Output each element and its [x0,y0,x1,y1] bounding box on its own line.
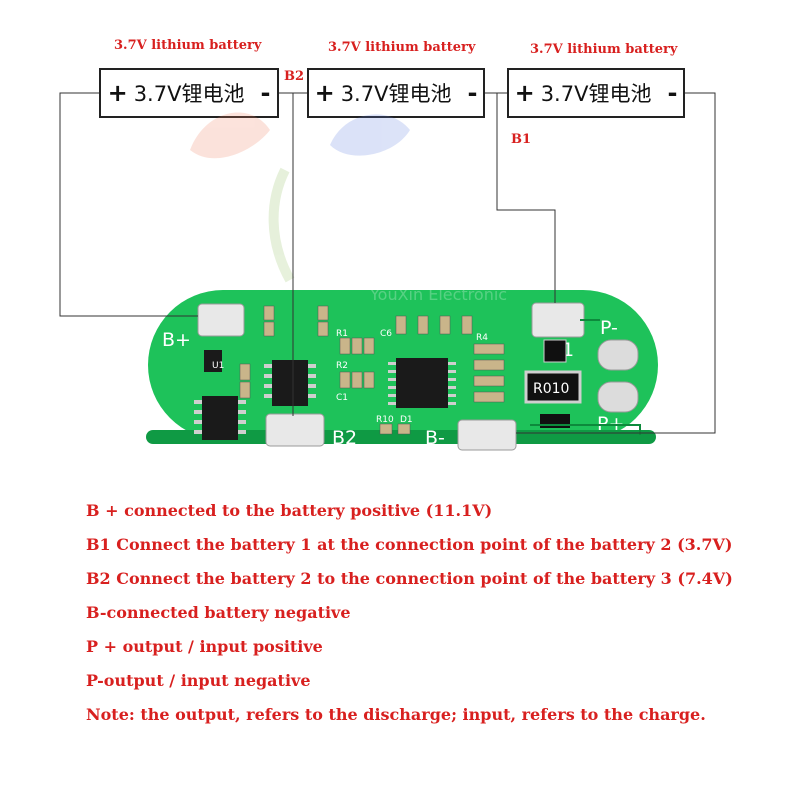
silk-label: R4 [476,333,488,343]
pin-label-b-minus: B- [425,427,445,449]
pcb-trace [530,424,641,435]
connection-notes: B + connected to the battery positive (1… [86,500,733,738]
pad-p-minus [597,339,639,371]
wiring [59,92,716,434]
note-p-minus: P-output / input negative [86,671,311,690]
battery-cell-2: + 3.7V锂电池 - [307,68,485,118]
mosfet-chip-1 [194,396,246,440]
battery-plus-sign: + [107,79,128,107]
silk-label: R10 [376,415,394,425]
small-transistor [204,350,222,372]
battery-plus-sign: + [514,79,535,107]
battery-plus-sign: + [314,79,335,107]
pad-b1 [531,302,585,338]
silkscreen-labels: R1 R2 C1 C6 R4 R10 D1 U1 [212,329,488,425]
pin-label-b-plus: B+ [162,329,191,351]
battery-caption-1: 3.7V lithium battery [114,38,262,53]
mosfet-chip-2 [264,360,316,406]
pad-b-plus [197,303,245,337]
bms-protection-board: YouXin Electronic B+ B2 B- B1 P- P+ [146,285,658,451]
board-watermark: YouXin Electronic [369,285,507,304]
battery-minus-sign: - [260,79,271,107]
wire-label-b2: B2 [284,69,305,84]
pad-p-plus [597,381,639,413]
battery-minus-sign: - [667,79,678,107]
note-b-minus: B-connected battery negative [86,603,351,622]
resistor-marking: R010 [533,381,569,397]
pad-b-minus [457,419,517,451]
silk-label: R1 [336,329,348,339]
silk-label: U1 [212,361,224,371]
battery-caption-3: 3.7V lithium battery [530,42,678,57]
silk-label: C1 [336,393,348,403]
battery-label: 3.7V锂电池 [133,82,245,106]
watermark-logo [190,112,410,283]
wire-b-plus [59,92,198,317]
note-b-plus: B + connected to the battery positive (1… [86,501,493,520]
note-b2: B2 Connect the battery 2 to the connecti… [86,569,733,588]
silk-label: C6 [380,329,392,339]
battery-label: 3.7V锂电池 [340,82,452,106]
passive-components [239,305,505,435]
wire-b1 [496,93,556,303]
battery-minus-sign: - [467,79,478,107]
wire-b-minus [516,92,716,434]
battery-caption-2: 3.7V lithium battery [328,40,476,55]
battery-cell-3: + 3.7V锂电池 - [507,68,685,118]
silk-label: R2 [336,361,348,371]
battery-label: 3.7V锂电池 [540,82,652,106]
silk-label: D1 [400,415,413,425]
pin-label-b2: B2 [332,427,357,449]
wire-label-b1: B1 [511,132,532,147]
note-b1: B1 Connect the battery 1 at the connecti… [86,535,733,554]
pad-b2 [265,413,325,447]
battery-cell-1: + 3.7V锂电池 - [99,68,279,118]
note-p-plus: P + output / input positive [86,637,323,656]
note-output-input: Note: the output, refers to the discharg… [86,705,706,724]
protection-ic [388,358,456,408]
pin-label-p-minus: P- [600,317,618,339]
